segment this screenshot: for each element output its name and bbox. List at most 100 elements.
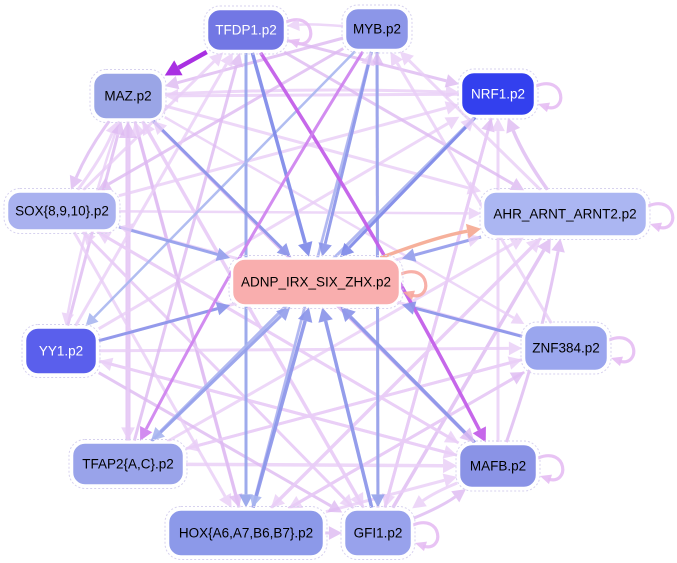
arrowhead-YY1-MAZ — [111, 121, 125, 136]
node-box — [457, 442, 539, 490]
arrowhead-SOX-GFI1 — [339, 493, 354, 509]
arrowhead-MAFB-YY1 — [98, 357, 114, 371]
arrowhead-TFDP1-NRF1 — [444, 74, 460, 88]
edge-MAZ-GFI1 — [140, 120, 359, 497]
arrowhead-TFDP1-HOX — [239, 494, 253, 508]
arrowhead-MAZ-AHR — [466, 181, 482, 195]
edge-AHR-NRF1 — [511, 130, 550, 191]
arrowhead-MYB-SOX — [97, 178, 113, 191]
node-box — [5, 190, 119, 232]
arrowhead-AHR-HOX — [270, 493, 286, 509]
arrowhead-ADNP-AHR — [466, 223, 482, 239]
edges-layer — [66, 18, 675, 549]
arrowhead-ZNF384-MYB — [390, 51, 404, 67]
arrowhead-MAFB-NRF1 — [491, 118, 505, 132]
arrowhead-SOX-AHR — [468, 207, 482, 220]
arrowhead-MYB-YY1 — [85, 312, 99, 327]
edge-MYB-ADNP — [323, 51, 373, 245]
arrowhead-AHR-NRF1 — [506, 117, 521, 134]
arrowhead-TFAP2-TFDP1 — [229, 52, 243, 68]
node-box — [343, 6, 411, 52]
node-label: MAZ.p2 — [104, 89, 151, 104]
node-ZNF384[interactable]: ZNF384.p2 — [520, 321, 612, 375]
arrowhead-TFDP1-MAFB — [472, 426, 486, 443]
self-loop-MAFB — [537, 454, 565, 482]
edge-TFDP1-AHR — [283, 50, 514, 186]
arrowhead-ZNF384-TFAP2 — [185, 438, 201, 452]
node-HOX[interactable]: HOX{A6,A7,B6,B7}.p2 — [164, 506, 328, 560]
arrowhead-MAZ-NRF1 — [445, 85, 460, 99]
node-YY1[interactable]: YY1.p2 — [21, 324, 101, 378]
node-box — [91, 71, 165, 121]
node-MAFB[interactable]: MAFB.p2 — [455, 440, 541, 492]
arrowhead-ZNF384-ADNP — [401, 301, 417, 315]
self-loop-TFDP1 — [285, 18, 313, 46]
node-MAZ[interactable]: MAZ.p2 — [89, 69, 167, 123]
self-loop-arrowhead-AHR — [650, 222, 662, 233]
arrowhead-TFAP2-NRF1 — [460, 117, 475, 132]
edge-NRF1-GFI1 — [386, 117, 493, 496]
arrowhead-AHR-ADNP — [401, 248, 417, 262]
arrowhead-MYB-ADNP — [318, 242, 332, 257]
node-AHR[interactable]: AHR_ARNT_ARNT2.p2 — [479, 188, 651, 240]
node-MYB[interactable]: MYB.p2 — [341, 4, 413, 54]
edge-ADNP-AHR — [379, 229, 468, 260]
arrowhead-MAZ-SOX — [69, 174, 83, 190]
edge-MYB-TFDP1 — [299, 23, 344, 28]
edge-ZNF384-ADNP — [414, 306, 523, 338]
node-NRF1[interactable]: NRF1.p2 — [457, 68, 539, 120]
node-label: ZNF384.p2 — [532, 341, 600, 356]
arrowhead-MAFB-AHR — [551, 238, 565, 253]
self-loop-AHR — [647, 202, 675, 230]
self-loop-arrowhead-ZNF384 — [611, 356, 623, 367]
arrowhead-ZNF384-HOX — [288, 496, 304, 509]
node-TFAP2[interactable]: TFAP2{A,C}.p2 — [68, 439, 188, 489]
edge-MAZ-AHR — [164, 104, 469, 190]
node-ADNP[interactable]: ADNP_IRX_SIX_ZHX.p2 — [228, 255, 404, 309]
node-outline — [457, 68, 539, 120]
arrowhead-HOX-ADNP — [298, 307, 313, 323]
node-SOX[interactable]: SOX{8,9,10}.p2 — [3, 188, 121, 234]
arrowhead-SOX-NRF1 — [444, 101, 460, 115]
node-GFI1[interactable]: GFI1.p2 — [340, 506, 416, 560]
edge-MAZ-SOX — [74, 120, 111, 179]
node-box — [481, 190, 649, 238]
arrowhead-TFDP1-AHR — [509, 178, 525, 191]
self-loop-arrowhead-ADNP — [403, 290, 415, 301]
edge-AHR-MYB — [408, 59, 542, 192]
self-loop-ZNF384 — [608, 336, 636, 364]
arrowhead-NRF1-GFI1 — [381, 493, 396, 508]
arrowhead-GFI1-MYB — [370, 51, 384, 66]
edge-SOX-ADNP — [118, 225, 218, 256]
edge-YY1-ADNP — [98, 307, 218, 343]
self-loop-arrowhead-GFI1 — [415, 541, 427, 552]
self-loop-NRF1 — [535, 82, 563, 110]
edge-HOX-ADNP — [251, 320, 307, 509]
edge-MAZ-HOX — [133, 121, 238, 496]
node-box — [230, 257, 402, 307]
edge-NRF1-ADNP — [348, 116, 477, 249]
node-box — [166, 508, 326, 558]
node-outline — [203, 5, 289, 55]
arrowhead-MAFB-MAZ — [152, 120, 168, 136]
edge-TFAP2-ADNP — [150, 314, 282, 443]
arrowhead-YY1-ZNF384 — [508, 341, 523, 356]
edge-MYB-TFAP2 — [144, 50, 365, 430]
arrowhead-NRF1-MAZ — [164, 88, 179, 103]
node-box — [459, 70, 537, 118]
arrowhead-YY1-ADNP — [215, 302, 231, 316]
arrowhead-SOX-HOX — [219, 492, 232, 508]
arrowhead-AHR-MYB — [399, 51, 414, 66]
arrowhead-GFI1-AHR — [537, 238, 551, 255]
arrowhead-MAZ-YY1 — [61, 312, 75, 326]
node-outline — [228, 255, 404, 309]
edge-SOX-HOX — [72, 231, 227, 498]
arrowhead-MAZ-TFAP2 — [121, 427, 135, 441]
node-outline — [3, 188, 121, 234]
arrowhead-MAFB-SOX — [97, 231, 112, 245]
edge-ZNF384-HOX — [298, 370, 526, 504]
self-loop-GFI1 — [412, 521, 440, 549]
arrowhead-MYB-TFAP2 — [140, 425, 153, 441]
node-TFDP1[interactable]: TFDP1.p2 — [203, 5, 289, 55]
